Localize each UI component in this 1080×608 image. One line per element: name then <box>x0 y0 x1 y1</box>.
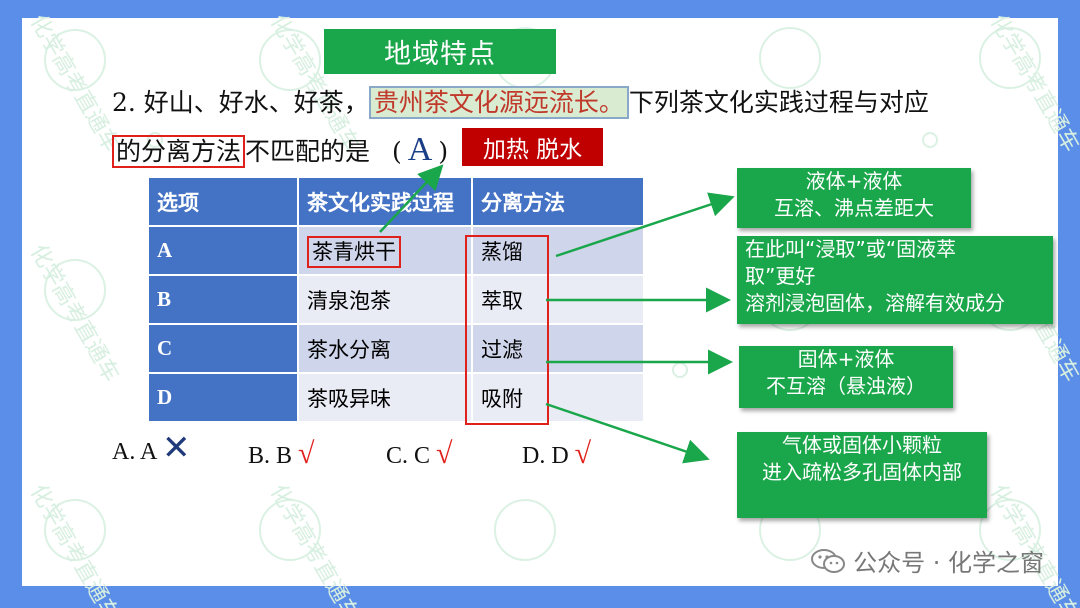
question-line-2: 的分离方法不匹配的是 (A) <box>112 131 448 169</box>
row-method: 过滤 <box>471 323 645 374</box>
check-mark-icon: √ <box>436 437 453 470</box>
check-mark-icon: √ <box>298 437 315 470</box>
question-prefix: 2. 好山、好水、好茶， <box>112 88 369 117</box>
note-line: 互溶、沸点差距大 <box>774 196 934 220</box>
row-option: B <box>147 274 299 325</box>
note-filtration: 固体+液体 不互溶（悬浊液） <box>739 346 953 408</box>
wechat-icon <box>811 548 846 573</box>
question-boxed-phrase: 的分离方法 <box>112 135 246 168</box>
table-header-row: 选项 茶文化实践过程 分离方法 <box>147 176 645 227</box>
row-option: D <box>147 372 299 423</box>
row-process: 茶吸异味 <box>297 372 473 423</box>
row-process: 茶水分离 <box>297 323 473 374</box>
wrong-mark-icon: ✕ <box>162 430 191 467</box>
row-method: 吸附 <box>471 372 645 423</box>
question-suffix: 下列茶文化实践过程与对应 <box>628 88 929 117</box>
answer-paren-close: ) <box>438 137 449 166</box>
row-option: A <box>147 225 299 276</box>
row-process-cell: 茶青烘干 <box>297 225 473 276</box>
note-adsorption: 气体或固体小颗粒 进入疏松多孔固体内部 <box>737 432 987 518</box>
note-line: 液体+液体 <box>805 169 903 193</box>
choice-c: C. C √ <box>386 437 452 471</box>
row-method: 蒸馏 <box>471 225 645 276</box>
row-option: C <box>147 323 299 374</box>
choice-d: D. D √ <box>522 437 591 471</box>
choice-label: D. D <box>522 443 569 469</box>
choice-a: A. A ✕ <box>112 432 191 466</box>
note-line: 固体+液体 <box>797 347 895 371</box>
note-line: 溶剂浸泡固体，溶解有效成分 <box>745 291 1005 315</box>
choice-b: B. B √ <box>248 437 314 471</box>
row-process: 茶青烘干 <box>307 235 401 268</box>
header-method: 分离方法 <box>471 176 645 227</box>
table-row: C 茶水分离 过滤 <box>147 323 645 374</box>
choice-label: C. C <box>386 443 431 469</box>
choice-label: B. B <box>248 443 293 469</box>
note-line: 气体或固体小颗粒 <box>782 433 942 457</box>
answer-paren-open: ( <box>391 137 402 166</box>
note-line: 在此叫“浸取”或“固液萃 <box>745 237 957 261</box>
table-row: D 茶吸异味 吸附 <box>147 372 645 423</box>
answer-letter: A <box>407 131 433 168</box>
note-line: 取”更好 <box>745 264 816 288</box>
note-line: 不互溶（悬浊液） <box>766 374 926 398</box>
question-highlight: 贵州茶文化源远流长。 <box>368 86 629 119</box>
header-option: 选项 <box>147 176 299 227</box>
watermark-text: 公众号 · 化学之窗 <box>853 549 1044 577</box>
wechat-watermark: 公众号 · 化学之窗 <box>811 543 1044 578</box>
question-line-1: 2. 好山、好水、好茶，贵州茶文化源远流长。下列茶文化实践过程与对应 <box>112 83 929 119</box>
table-row: A 茶青烘干 蒸馏 <box>147 225 645 276</box>
check-mark-icon: √ <box>574 437 592 470</box>
slide-title: 地域特点 <box>324 29 556 74</box>
method-column-highlight <box>465 235 549 425</box>
arrow-to-note-4 <box>545 402 710 464</box>
choice-label: A. A <box>112 439 157 465</box>
question-rest: 不匹配的是 <box>245 137 371 166</box>
arrow-to-tag <box>379 164 444 233</box>
arrow-to-note-1 <box>555 192 735 258</box>
note-extraction: 在此叫“浸取”或“固液萃 取”更好 溶剂浸泡固体，溶解有效成分 <box>737 236 1053 324</box>
row-process: 清泉泡茶 <box>297 274 473 325</box>
heating-dehydration-tag: 加热 脱水 <box>462 128 603 166</box>
note-line: 进入疏松多孔固体内部 <box>762 460 962 484</box>
note-distillation: 液体+液体 互溶、沸点差距大 <box>737 168 971 228</box>
